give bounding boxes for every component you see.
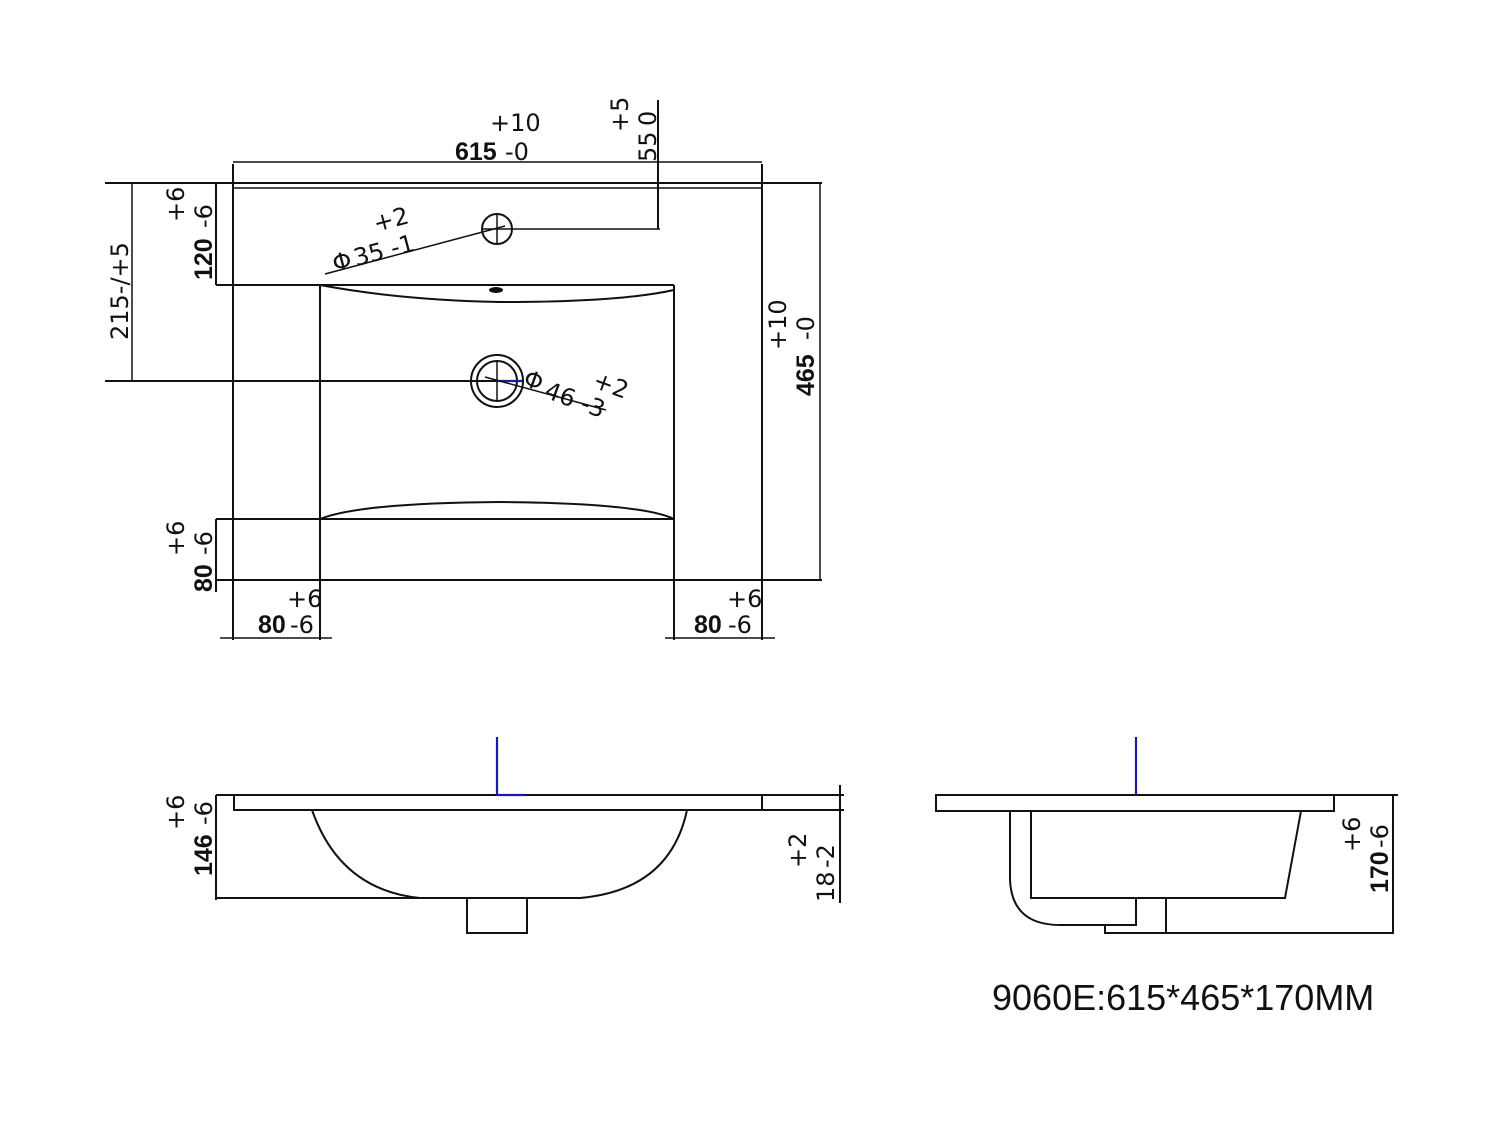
width-value: 615 xyxy=(455,138,497,166)
slab-thickness-value: 18 xyxy=(812,871,840,902)
tap-diameter-value: 35 xyxy=(351,237,388,272)
total-height-tol-plus: +6 xyxy=(1338,817,1366,852)
overflow-slot-icon xyxy=(489,287,503,293)
right-margin-value: 80 xyxy=(694,611,722,639)
left-margin-tol-plus: +6 xyxy=(287,585,322,613)
front-margin-tol-plus: +6 xyxy=(162,521,190,556)
depth-tol-minus: -0 xyxy=(792,316,820,340)
total-height-tol-minus: -6 xyxy=(1366,824,1394,848)
right-margin-tol-plus: +6 xyxy=(727,585,762,613)
width-tol-minus: -0 xyxy=(505,138,529,166)
slab-section xyxy=(233,794,763,811)
left-margin-value: 80 xyxy=(258,611,286,639)
tap-offset-tol-minus: 0 xyxy=(634,111,662,126)
bowl-profile xyxy=(311,809,688,899)
tap-back-tol-minus: -6 xyxy=(190,204,218,228)
bowl-height-tol-minus: -6 xyxy=(190,801,218,825)
basin-front-curve xyxy=(319,500,675,520)
depth-value: 465 xyxy=(792,354,820,396)
top-view: +10 615 -0 +5 0 55 215-/+5 +6 -6 120 Φ 3… xyxy=(105,97,822,640)
drawing-title: 9060E:615*465*170MM xyxy=(992,977,1374,1018)
side-trap xyxy=(1009,811,1137,926)
width-tol-plus: +10 xyxy=(490,109,541,137)
side-bowl xyxy=(1030,810,1302,899)
right-margin-tol-minus: -6 xyxy=(728,611,752,639)
drain-to-back-value: 215-/+5 xyxy=(106,242,134,340)
tap-leader xyxy=(324,225,506,275)
bowl-height-value: 146 xyxy=(190,834,218,876)
left-margin-tol-minus: -6 xyxy=(290,611,314,639)
front-section-view: +6 -6 146 +2 -2 18 xyxy=(162,737,844,934)
slab-thickness-tol-plus: +2 xyxy=(784,833,812,868)
tap-back-value: 120 xyxy=(190,238,218,280)
bowl-height-tol-plus: +6 xyxy=(162,795,190,830)
tap-offset-value: 55 xyxy=(634,131,662,162)
side-section-view: +6 -6 170 xyxy=(935,737,1398,934)
drain-diameter-value: 46 xyxy=(541,376,579,413)
side-base xyxy=(1104,925,1394,934)
slab-thickness-tol-minus: -2 xyxy=(812,844,840,868)
tap-diameter-symbol: Φ xyxy=(329,246,354,278)
basin-back-curve xyxy=(319,284,675,304)
depth-tol-plus: +10 xyxy=(764,299,792,350)
tap-diameter-tol-minus: -1 xyxy=(387,229,417,262)
front-margin-tol-minus: -6 xyxy=(190,531,218,555)
drain-stub xyxy=(466,897,528,934)
total-height-value: 170 xyxy=(1366,851,1394,893)
tap-offset-tol-plus: +5 xyxy=(606,97,634,132)
front-margin-value: 80 xyxy=(190,564,218,592)
tap-back-tol-plus: +6 xyxy=(162,187,190,222)
side-slab xyxy=(935,794,1335,812)
drain-leader xyxy=(484,376,607,411)
